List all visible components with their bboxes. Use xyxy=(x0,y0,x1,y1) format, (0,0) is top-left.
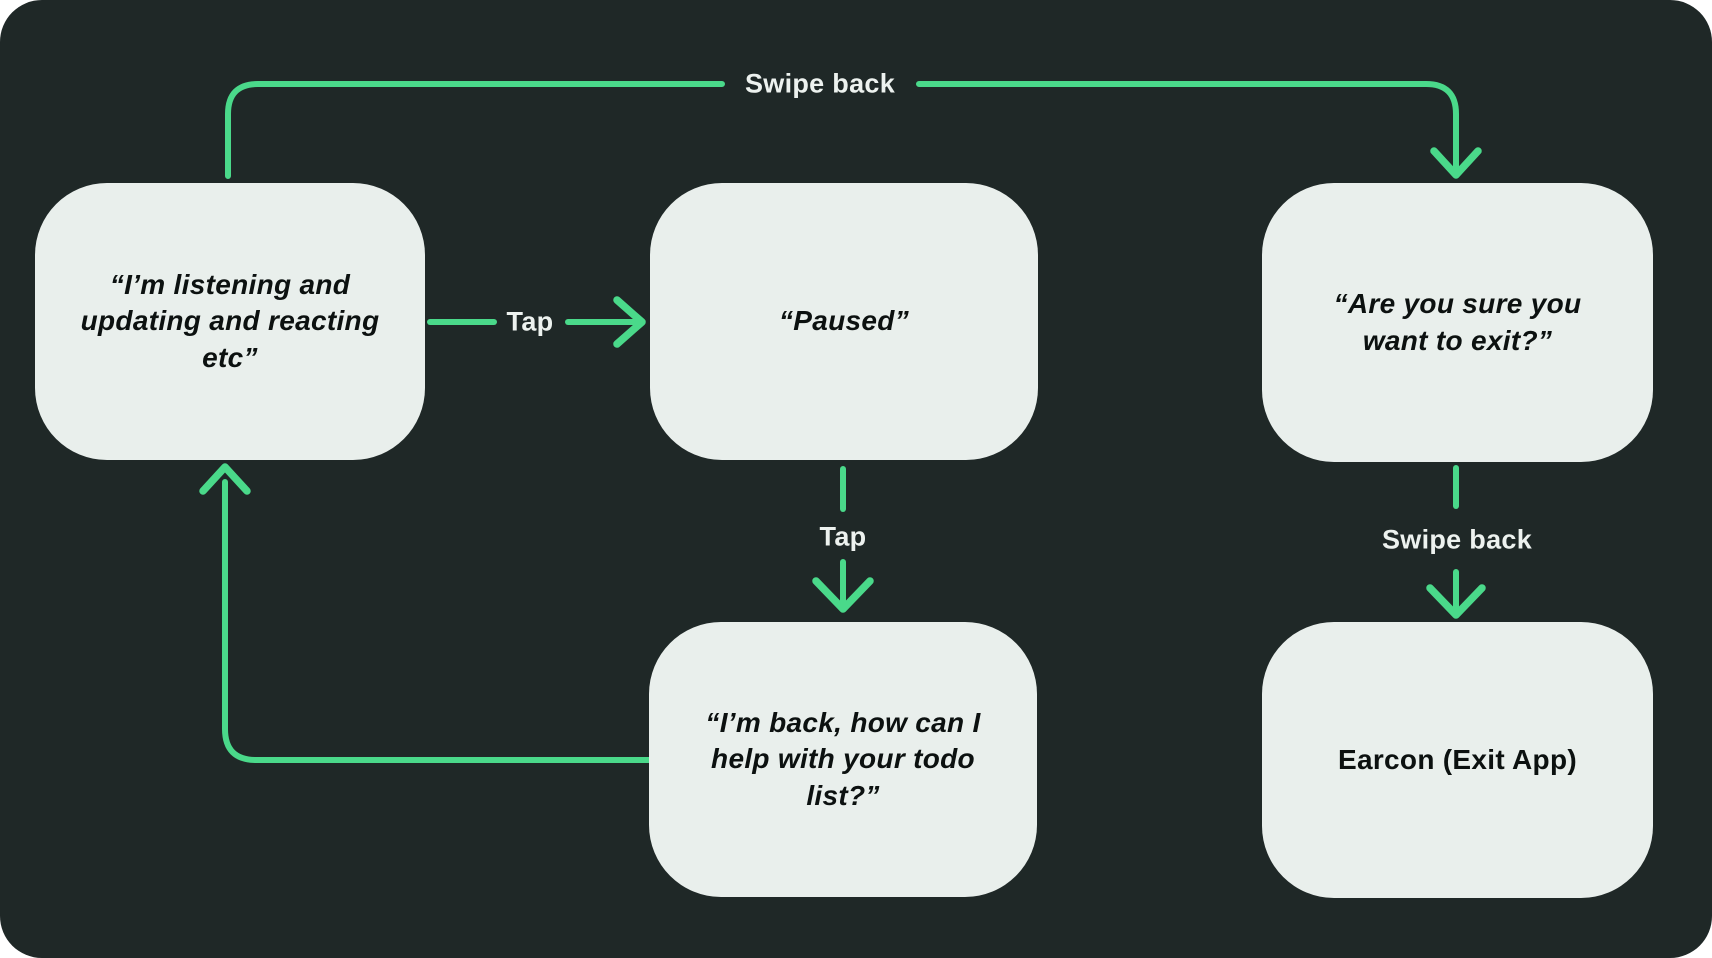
arrow-down-icon xyxy=(1426,584,1486,619)
node-resumed-state: “I’m back, how can I help with your todo… xyxy=(649,622,1037,897)
edge-swipe-back-top-left-segment xyxy=(225,81,725,179)
edge-label-swipe-back-exit: Swipe back xyxy=(1381,524,1533,555)
arrow-down-icon xyxy=(1430,147,1482,179)
node-listening-state: “I’m listening and updating and reacting… xyxy=(35,183,425,460)
edge-label-tap-resume: Tap xyxy=(819,521,867,552)
node-paused-state: “Paused” xyxy=(650,183,1038,460)
node-earcon-exit-state: Earcon (Exit App) xyxy=(1262,622,1653,898)
edge-label-swipe-back-top: Swipe back xyxy=(744,68,896,99)
edge-swipe-back-top-right-segment xyxy=(916,81,1459,171)
edge-return-to-listening xyxy=(222,479,652,763)
arrow-down-icon xyxy=(812,577,874,613)
arrow-right-icon xyxy=(613,296,646,348)
edge-label-tap-pause: Tap xyxy=(506,306,554,337)
arrow-up-icon xyxy=(199,463,251,495)
node-confirm-exit-state: “Are you sure you want to exit?” xyxy=(1262,183,1653,462)
